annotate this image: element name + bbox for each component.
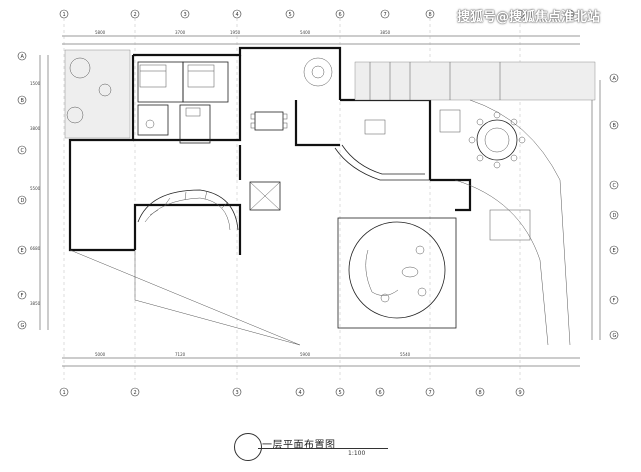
round-lounge bbox=[337, 217, 457, 329]
bottom-axis-bubbles: 1 2 3 4 5 6 7 8 9 bbox=[59, 387, 525, 397]
bottom-axis-3: 3 bbox=[236, 390, 239, 396]
top-dim-1: 5800 bbox=[95, 30, 106, 35]
left-axis-a: A bbox=[21, 54, 25, 60]
left-axis-c: C bbox=[21, 148, 25, 154]
top-axis-8: 8 bbox=[429, 12, 432, 18]
top-axis-4: 4 bbox=[236, 12, 239, 18]
right-axis-a: A bbox=[613, 76, 617, 82]
top-dim-5: 3850 bbox=[380, 30, 391, 35]
left-dim-3: 5500 bbox=[30, 186, 41, 191]
round-dining-table bbox=[439, 109, 526, 169]
title-bubble bbox=[234, 433, 262, 461]
top-axis-6: 6 bbox=[339, 12, 342, 18]
right-axis-e: E bbox=[613, 248, 616, 254]
left-dimension-chain: 1500 3800 5500 6680 3850 bbox=[30, 55, 49, 330]
bottom-axis-6: 6 bbox=[379, 390, 382, 396]
left-axis-g: G bbox=[21, 323, 25, 329]
drawing-title-block: 一层平面布置图 1:100 bbox=[228, 428, 428, 468]
site-boundary bbox=[69, 99, 571, 346]
top-axis-bubbles: 1 2 3 4 5 6 7 8 9 10 bbox=[59, 9, 575, 19]
spiral-staircase bbox=[137, 189, 239, 231]
right-axis-g: G bbox=[613, 333, 617, 339]
left-axis-e: E bbox=[21, 248, 24, 254]
bathrooms bbox=[137, 104, 211, 144]
right-axis-bubbles: A B C D E F G bbox=[609, 73, 619, 340]
bottom-dim-3: 5900 bbox=[300, 352, 311, 357]
bar-counter bbox=[334, 119, 430, 181]
drawing-title: 一层平面布置图 bbox=[262, 440, 336, 451]
bottom-dim-4: 5540 bbox=[400, 352, 411, 357]
terrace-left bbox=[64, 49, 131, 139]
right-axis-b: B bbox=[613, 123, 617, 129]
top-axis-2: 2 bbox=[134, 12, 137, 18]
right-axis-c: C bbox=[613, 183, 617, 189]
left-dim-2: 3800 bbox=[30, 126, 41, 131]
source-watermark: 搜狐号@搜狐焦点淮北站 bbox=[457, 10, 601, 25]
bottom-axis-1: 1 bbox=[63, 390, 66, 396]
drawing-scale: 1:100 bbox=[348, 450, 366, 457]
top-axis-10: 10 bbox=[567, 12, 573, 18]
bedroom-2 bbox=[182, 61, 229, 103]
right-axis-f: F bbox=[613, 298, 616, 304]
top-axis-9: 9 bbox=[519, 12, 522, 18]
bottom-dim-2: 7120 bbox=[175, 352, 186, 357]
left-dim-1: 1500 bbox=[30, 81, 41, 86]
elevator-core bbox=[249, 181, 281, 211]
dining-table-small bbox=[250, 111, 288, 131]
bedroom-1 bbox=[137, 61, 184, 103]
bottom-dim-1: 5000 bbox=[95, 352, 106, 357]
right-dimension-chain bbox=[591, 80, 601, 340]
top-dim-4: 5400 bbox=[300, 30, 311, 35]
left-axis-b: B bbox=[21, 98, 25, 104]
top-axis-5: 5 bbox=[289, 12, 292, 18]
title-underline bbox=[258, 448, 388, 449]
terrace-right bbox=[354, 61, 596, 101]
bottom-axis-9: 9 bbox=[519, 390, 522, 396]
top-axis-3: 3 bbox=[184, 12, 187, 18]
left-dim-5: 3850 bbox=[30, 301, 41, 306]
right-axis-d: D bbox=[613, 213, 617, 219]
left-axis-f: F bbox=[21, 293, 24, 299]
left-dim-4: 6680 bbox=[30, 246, 41, 251]
top-axis-1: 1 bbox=[63, 12, 66, 18]
bottom-dimension-chain: 5000 7120 5900 5540 bbox=[62, 352, 580, 367]
top-dimension-chain: 5800 3700 1950 5400 3850 bbox=[62, 30, 580, 45]
top-dim-2: 3700 bbox=[175, 30, 186, 35]
bottom-axis-7: 7 bbox=[429, 390, 432, 396]
bottom-axis-4: 4 bbox=[299, 390, 302, 396]
tree-top bbox=[303, 57, 333, 87]
left-axis-d: D bbox=[21, 198, 25, 204]
top-dim-3: 1950 bbox=[230, 30, 241, 35]
top-axis-7: 7 bbox=[384, 12, 387, 18]
left-axis-bubbles: A B C D E F G bbox=[17, 51, 27, 330]
bottom-axis-5: 5 bbox=[339, 390, 342, 396]
bottom-axis-2: 2 bbox=[134, 390, 137, 396]
bottom-axis-8: 8 bbox=[479, 390, 482, 396]
